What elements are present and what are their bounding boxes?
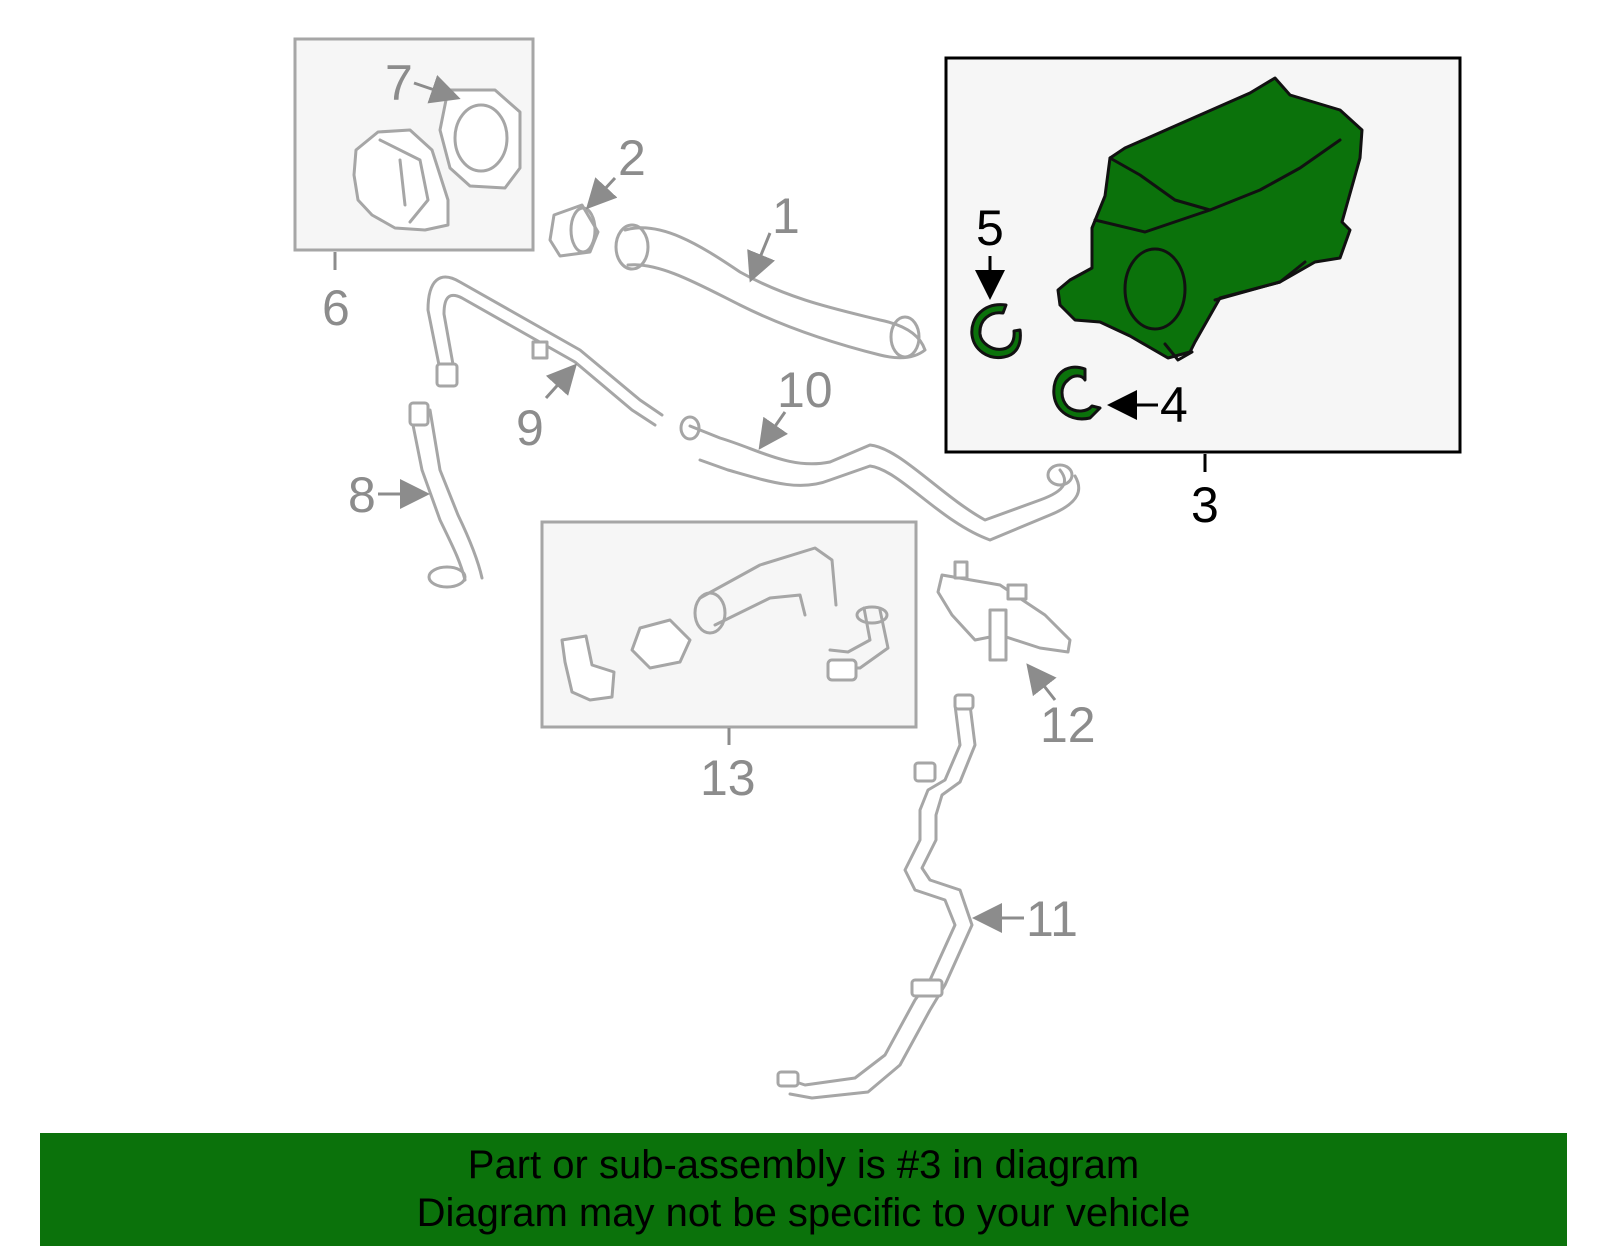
part-9-group[interactable]: 9 — [426, 275, 664, 456]
part-11-group[interactable]: 11 — [776, 693, 1078, 1100]
callout-8: 8 — [348, 467, 376, 523]
part-10-hose — [688, 424, 1081, 542]
part-1-hose — [623, 226, 927, 360]
callout-4: 4 — [1160, 377, 1188, 433]
part-8-group[interactable]: 8 — [348, 401, 484, 589]
callout-9: 9 — [516, 400, 544, 456]
part-5-clamp — [970, 303, 1022, 360]
part-10-group[interactable]: 10 — [679, 362, 1081, 542]
callout-2: 2 — [618, 130, 646, 186]
part-9-tube — [426, 275, 664, 417]
part-2-sleeve — [548, 203, 600, 258]
part-11-tube — [788, 703, 977, 1100]
footer-banner: Part or sub-assembly is #3 in diagram Di… — [40, 1133, 1567, 1246]
part-13-hose — [698, 546, 838, 627]
callout-3: 3 — [1191, 477, 1219, 533]
callout-1: 1 — [772, 188, 800, 244]
part-3-cap — [1123, 247, 1187, 331]
part-12-group[interactable]: 12 — [936, 560, 1096, 753]
footer-line-1: Part or sub-assembly is #3 in diagram — [467, 1143, 1140, 1187]
callout-6: 6 — [322, 280, 350, 336]
part-1-group[interactable]: 1 — [614, 188, 927, 360]
part-4-clamp — [1052, 365, 1102, 421]
callout-12: 12 — [1040, 697, 1096, 753]
callout-7: 7 — [385, 55, 413, 111]
footer-line-2: Diagram may not be specific to your vehi… — [416, 1191, 1191, 1235]
callout-11: 11 — [1026, 891, 1078, 947]
callout-13: 13 — [700, 750, 756, 806]
callout-5: 5 — [976, 200, 1004, 256]
part-2-group[interactable]: 2 — [548, 130, 646, 258]
part-3-group[interactable]: 5 4 3 — [944, 56, 1462, 533]
part-13-group[interactable]: 13 — [540, 520, 918, 806]
callout-10: 10 — [777, 362, 833, 418]
part-6-group[interactable]: 6 7 — [293, 37, 535, 336]
